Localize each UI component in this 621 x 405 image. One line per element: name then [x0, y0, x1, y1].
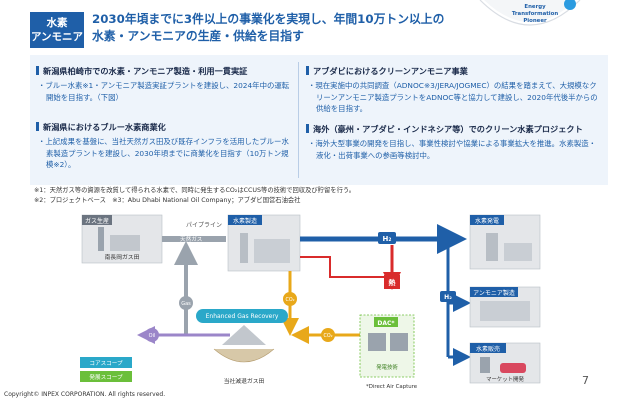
co2-badge-1-label: CO₂ — [285, 297, 294, 303]
h2-plant-title: 水素製造 — [233, 217, 257, 225]
co2-badge-1 — [283, 292, 297, 306]
power-plant-title-bg — [470, 215, 504, 225]
ammonia-plant-unit-icon — [480, 301, 530, 321]
heat-badge — [384, 275, 400, 289]
h2-plant-tank-icon — [240, 233, 248, 263]
panel-divider — [298, 62, 299, 178]
legend-dev-label: 発展スコープ — [89, 373, 123, 381]
section-tag-line-1: 水素 — [46, 17, 68, 29]
gas-plant-building-icon — [110, 235, 140, 251]
dac-fan-icon-1 — [368, 333, 386, 351]
h2-badge — [378, 232, 396, 244]
power-plant-title: 水素発電 — [475, 217, 499, 225]
heat-badge-label: 熱 — [389, 278, 396, 287]
car-icon — [500, 363, 526, 373]
h2-plant-unit-icon — [254, 239, 290, 263]
section-body: ・上記成果を基盤に、当社天然ガス田及び既存インフラを活用したブルー水素製造プラン… — [38, 137, 289, 169]
egr-label: Enhanced Gas Recovery — [206, 313, 279, 320]
gas-plant-group: ガス生産 南長岡ガス田 — [81, 214, 163, 264]
power-plant-group: 水素発電 — [469, 214, 541, 270]
oil-badge-label: Oil — [149, 333, 156, 339]
section-body: ・現在実施中の共同調査（ADNOC※3/JERA/JOGMEC）の結果を踏まえて… — [308, 81, 598, 113]
h2-badge-2-label: H₂ — [444, 294, 452, 301]
section-title: 新潟県柏崎市での水素・アンモニア製造・利用一貫実証 — [36, 66, 292, 77]
page-number: 7 — [582, 374, 589, 387]
h2-station-title-bg — [470, 343, 506, 353]
section-abu-dhabi: アブダビにおけるクリーンアンモニア事業 ・現在実施中の共同調査（ADNOC※3/… — [306, 66, 602, 115]
section-tag-line-2: アンモニア — [30, 31, 84, 43]
gas-plant-title-bg — [82, 215, 112, 225]
natural-gas-label: 天然ガス — [180, 235, 203, 243]
hydrogen-flow-diagram: ガス生産 南長岡ガス田 パイプライン 天然ガス 水素製造 H₂ 熱 H₂ 水素発… — [80, 214, 541, 390]
page-headline-line-2: 水素・アンモニアの生産・供給を目指す — [92, 29, 304, 43]
dac-group: DAC* 発電技術 — [359, 314, 415, 378]
footnote-1: ※1：天然ガス等の資源を改質して得られる水素で、同時に発生するCO₂はCCUS等… — [34, 187, 356, 194]
h2-station-group: 水素販売 マーケット開発 — [469, 342, 541, 384]
h2-plant-group: 水素製造 — [227, 214, 301, 272]
heat-return-line — [300, 256, 390, 278]
power-plant-stack-icon — [486, 233, 498, 261]
ammonia-plant-group: アンモニア製造 — [469, 286, 541, 328]
power-plant-unit-icon — [504, 243, 532, 261]
gas-plant-tower-icon — [98, 227, 104, 251]
h2-station-title: 水素販売 — [476, 345, 500, 353]
field-rig-icon — [222, 325, 266, 345]
legend-core-label: コアスコープ — [89, 360, 123, 367]
gas-badge-label: Gas — [181, 301, 191, 307]
co2-badge-2 — [321, 328, 335, 342]
pipeline-label: パイプライン — [186, 222, 222, 229]
field-label: 当社減退ガス田 — [224, 377, 265, 385]
co2-badge-2-label: CO₂ — [323, 333, 332, 339]
page-headline-line-1: 2030年頃までに3件以上の事業化を実現し、年間10万トン以上の — [92, 12, 445, 26]
gas-badge — [179, 296, 193, 310]
section-title: 新潟県におけるブルー水素商業化 — [36, 122, 292, 133]
gas-plant-title: ガス生産 — [85, 217, 109, 225]
section-title: 海外（豪州・アブダビ・インドネシア等）でのクリーン水素プロジェクト — [306, 124, 602, 135]
logo-line-2: Transformation — [511, 11, 559, 17]
legend-dev-swatch — [80, 371, 132, 382]
h2-dispenser-icon — [480, 357, 490, 373]
ammonia-plant-title: アンモニア製造 — [473, 289, 515, 297]
footnote-2: ※2：プロジェクトベース ※3：Abu Dhabi National Oil C… — [34, 197, 301, 204]
dac-fan-icon-2 — [390, 333, 408, 351]
logo-text: Energy Transformation Pioneer — [500, 4, 570, 25]
h2-badge-label: H₂ — [383, 235, 392, 243]
section-body: ・海外大型事業の開発を目指し、事業性検討や協業による事業拡大を推進。水素製造・液… — [308, 139, 597, 160]
dac-title-bg — [374, 317, 398, 327]
dac-title: DAC* — [377, 320, 395, 327]
page-headline: 2030年頃までに3件以上の事業化を実現し、年間10万トン以上の 水素・アンモニ… — [92, 11, 492, 45]
logo-circle-icon — [564, 0, 576, 10]
ammonia-plant-title-bg — [470, 287, 518, 297]
depleted-field-group: 当社減退ガス田 — [213, 325, 275, 385]
field-reservoir-icon — [213, 348, 275, 363]
energy-transformation-pioneer-logo — [479, 0, 581, 26]
section-title: アブダビにおけるクリーンアンモニア事業 — [306, 66, 602, 77]
market-label: マーケット開発 — [486, 375, 524, 383]
oil-badge — [145, 328, 159, 342]
section-tag: 水素 アンモニア — [30, 12, 84, 48]
dac-note: *Direct Air Capture — [366, 384, 418, 390]
section-overseas: 海外（豪州・アブダビ・インドネシア等）でのクリーン水素プロジェクト ・海外大型事… — [306, 124, 602, 161]
logo-line-3: Pioneer — [523, 18, 547, 24]
section-blue-hydrogen: 新潟県におけるブルー水素商業化 ・上記成果を基盤に、当社天然ガス田及び既存インフ… — [36, 122, 292, 171]
dac-label: 発電技術 — [376, 363, 398, 371]
copyright: Copyright© INPEX CORPORATION. All rights… — [4, 391, 166, 398]
h2-badge-2 — [440, 291, 456, 302]
section-kashiwazaki: 新潟県柏崎市での水素・アンモニア製造・利用一貫実証 ・ブルー水素※1・アンモニア… — [36, 66, 292, 103]
footnotes: ※1：天然ガス等の資源を改質して得られる水素で、同時に発生するCO₂はCCUS等… — [34, 186, 355, 206]
gas-plant-name: 南長岡ガス田 — [105, 253, 140, 261]
egr-pill — [196, 309, 288, 323]
logo-line-1: Energy — [524, 4, 546, 10]
h2-plant-title-bg — [228, 215, 262, 225]
legend-core-swatch — [80, 357, 132, 368]
section-body: ・ブルー水素※1・アンモニア製造実証プラントを建設し、2024年中の運転開始を目… — [38, 81, 290, 102]
